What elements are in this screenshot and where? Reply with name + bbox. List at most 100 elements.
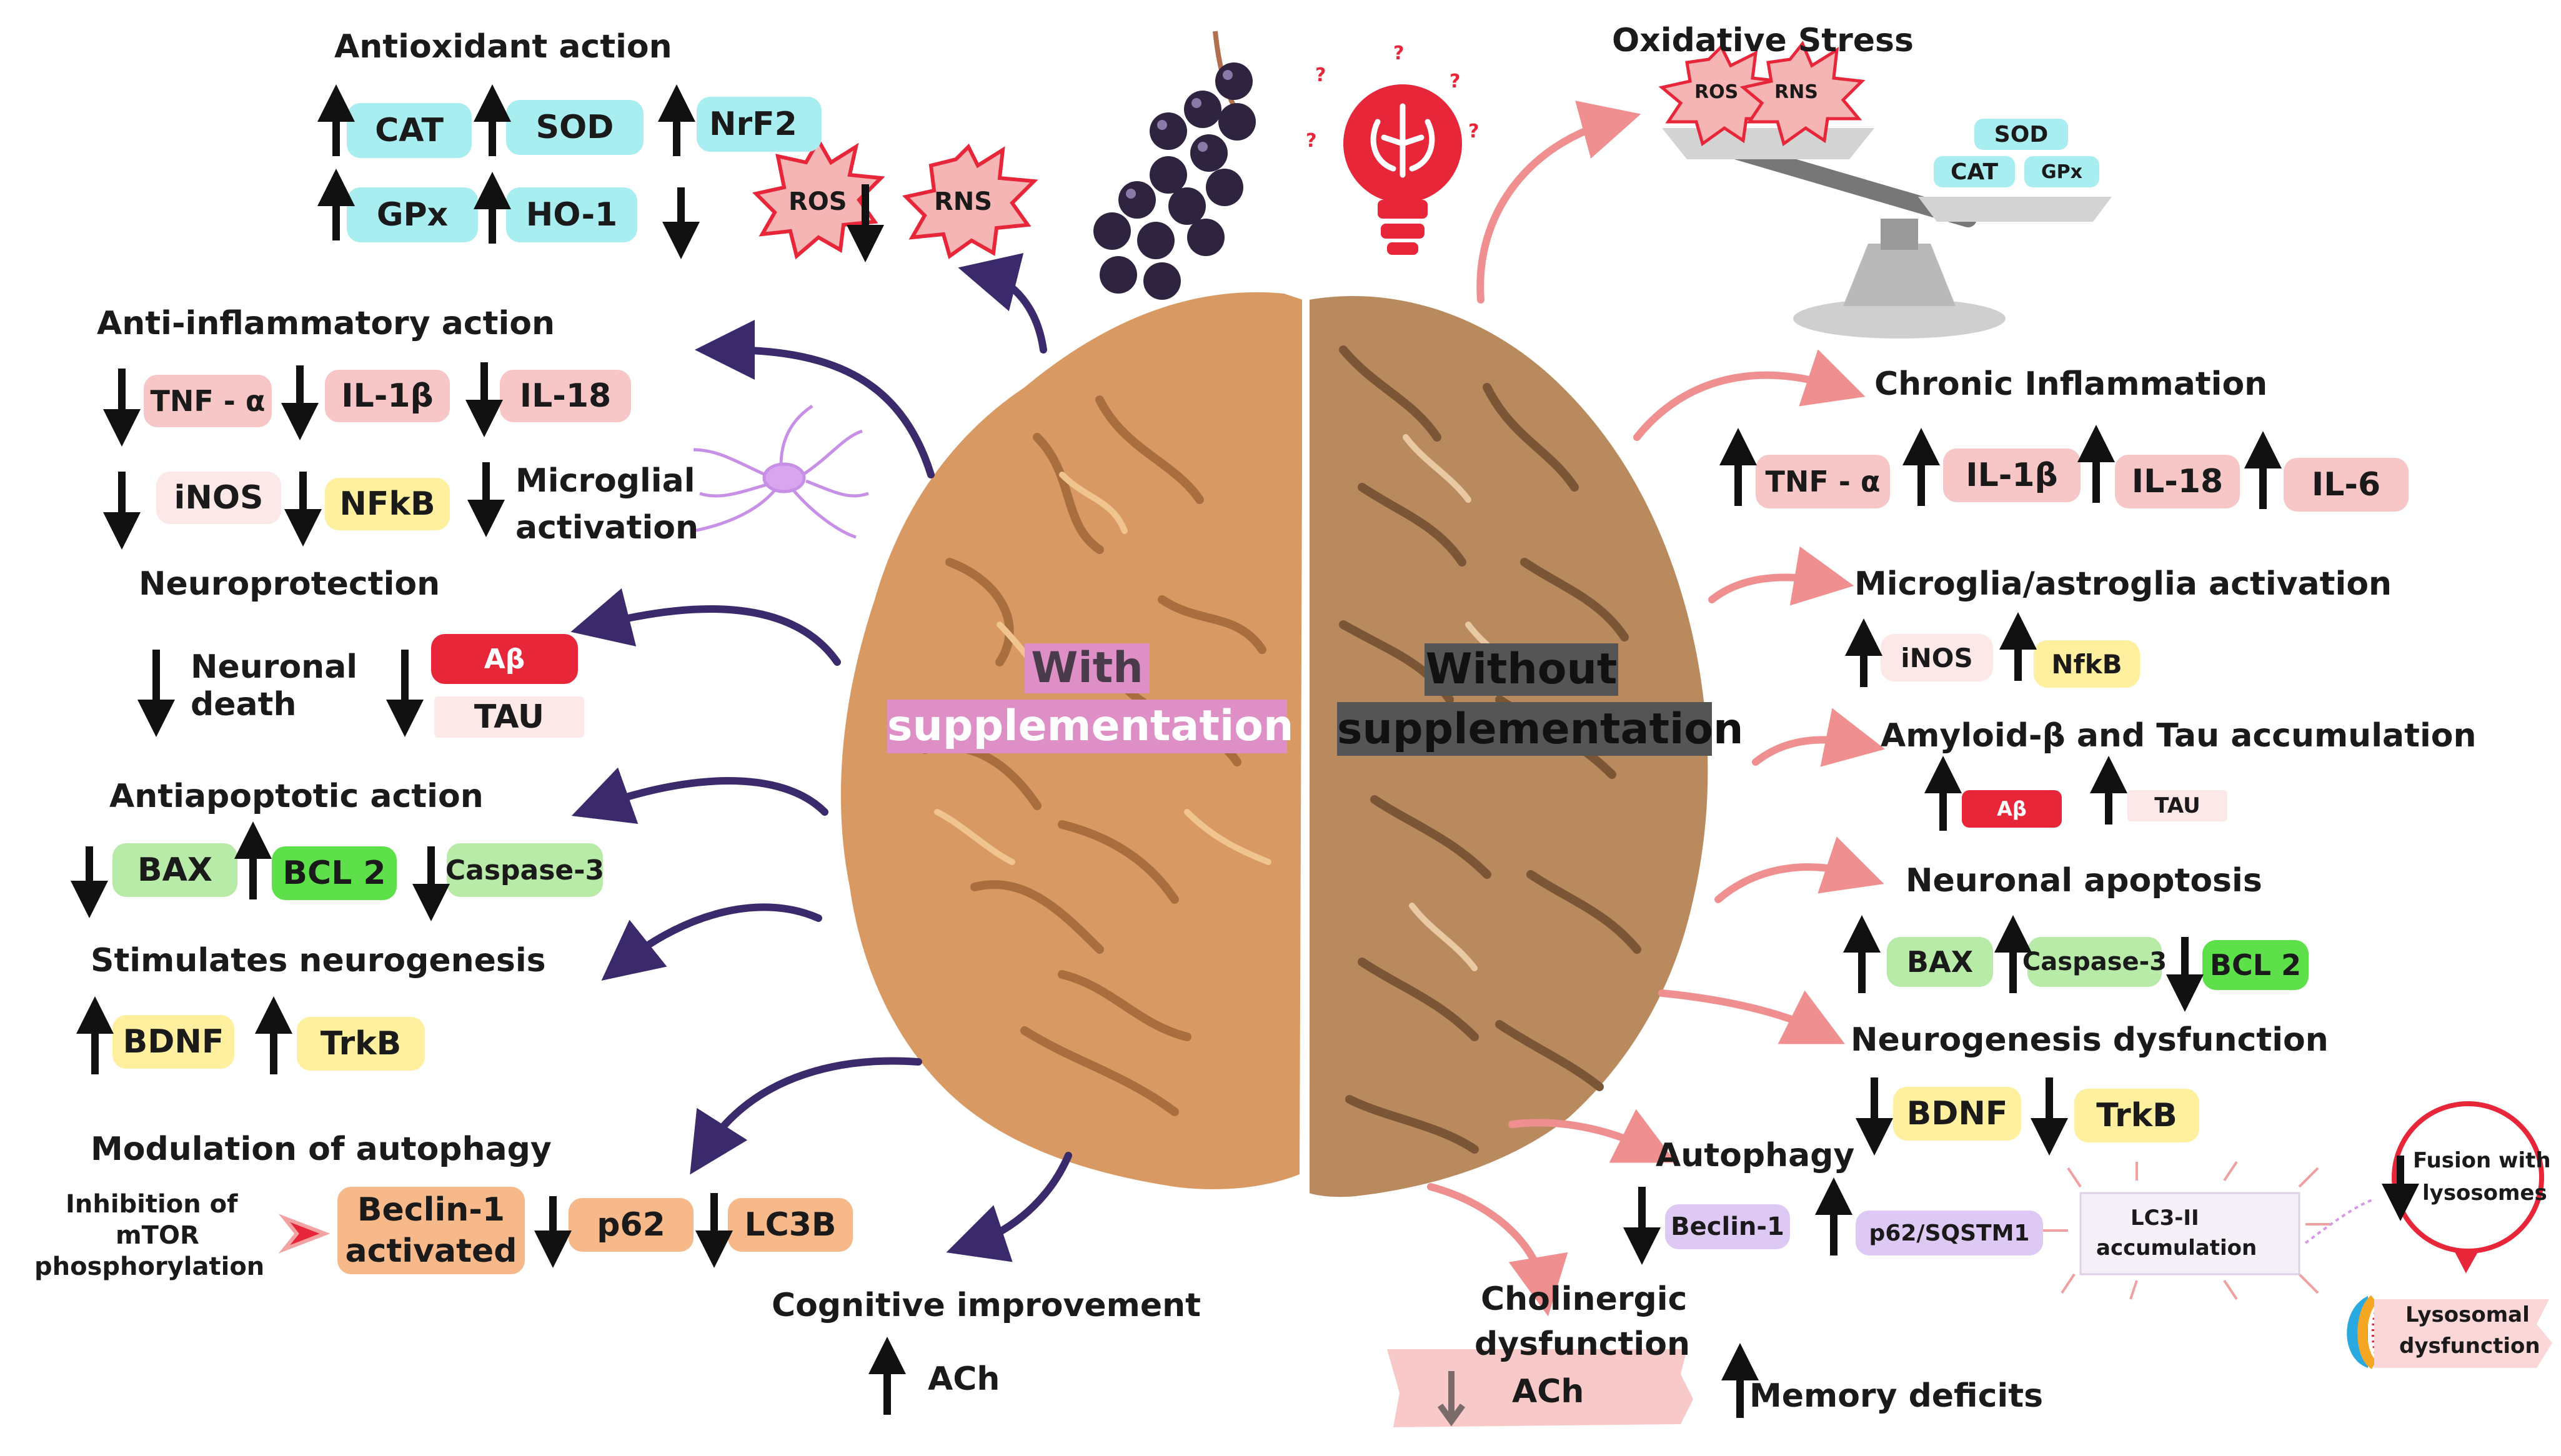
question-marks: ??? ?? bbox=[1306, 42, 1479, 152]
pink-arrows bbox=[1427, 101, 1886, 1317]
ros-label-left: ROS bbox=[788, 187, 847, 216]
inhibition-label-3: phosphorylation bbox=[34, 1252, 265, 1281]
svg-text:?: ? bbox=[1468, 121, 1479, 142]
tau-pill-right: TAU bbox=[2127, 790, 2227, 821]
activated-label: activated bbox=[345, 1232, 517, 1270]
ho1-pill: HO-1 bbox=[506, 187, 637, 242]
apoptosis-title: Neuronal apoptosis bbox=[1906, 862, 2262, 899]
lc3-connector bbox=[2304, 1198, 2375, 1244]
with-label-bg-1 bbox=[1025, 643, 1150, 693]
neuroprotection-title: Neuroprotection bbox=[139, 565, 440, 603]
with-label-1: With bbox=[1031, 643, 1143, 693]
ros-burst-right bbox=[1658, 44, 1784, 147]
ach-label-left: ACh bbox=[928, 1360, 1000, 1398]
fusion-down-icon bbox=[2453, 1249, 2480, 1274]
inos-pill-left: iNOS bbox=[156, 472, 281, 524]
beclin1-label: Beclin-1 bbox=[357, 1191, 505, 1229]
gpx-pill: GPx bbox=[347, 187, 478, 242]
inos-pill-right: iNOS bbox=[1881, 634, 1993, 681]
chronic-title: Chronic Inflammation bbox=[1874, 365, 2268, 403]
lysosomal-label-1: Lysosomal bbox=[2405, 1302, 2530, 1327]
lysosomal-band bbox=[2374, 1299, 2552, 1368]
tnf-pill-left: TNF - α bbox=[144, 375, 272, 427]
neuronal-death-label-1: Neuronal bbox=[191, 648, 358, 686]
beclin1-pill-right: Beclin-1 bbox=[1665, 1204, 1790, 1249]
antiapoptotic-title: Antiapoptotic action bbox=[109, 778, 484, 815]
rns-burst-left bbox=[902, 143, 1038, 259]
autophagy-title-right: Autophagy bbox=[1656, 1137, 1855, 1174]
lc3b-pill-left: LC3B bbox=[728, 1198, 853, 1252]
without-label-bg-2 bbox=[1337, 702, 1712, 756]
caspase3-pill-left: Caspase-3 bbox=[445, 843, 604, 897]
lc3-label-2: accumulation bbox=[2096, 1236, 2257, 1260]
inhibition-triangle-icon bbox=[278, 1214, 331, 1254]
inhibition-label-1: Inhibition of bbox=[66, 1190, 238, 1219]
sod-pill: SOD bbox=[506, 100, 644, 155]
cholinergic-title-1: Cholinergic bbox=[1481, 1280, 1688, 1318]
without-label-2: supplementation bbox=[1337, 705, 1744, 754]
il1b-pill-right: IL-1β bbox=[1943, 448, 2081, 502]
tau-pill-left: TAU bbox=[434, 696, 584, 738]
bax-pill-left: BAX bbox=[112, 843, 237, 897]
trkb-pill-right: TrkB bbox=[2074, 1089, 2199, 1142]
with-label-bg-2 bbox=[887, 700, 1287, 753]
neurogenesis-title-left: Stimulates neurogenesis bbox=[91, 942, 546, 979]
rns-label-left: RNS bbox=[934, 187, 993, 216]
neurogenesis-title-right: Neurogenesis dysfunction bbox=[1851, 1021, 2329, 1059]
bdnf-pill-left: BDNF bbox=[112, 1015, 234, 1069]
autophagy-title-left: Modulation of autophagy bbox=[91, 1131, 552, 1168]
inhibition-label-2: mTOR bbox=[116, 1221, 199, 1250]
rns-burst-right bbox=[1739, 41, 1866, 147]
without-label-1: Without bbox=[1425, 645, 1618, 694]
memory-deficits-label: Memory deficits bbox=[1749, 1377, 2044, 1415]
trkb-pill-left: TrkB bbox=[297, 1017, 425, 1071]
il18-pill-left: IL-18 bbox=[500, 370, 631, 422]
microglia-title: Microglia/astroglia activation bbox=[1854, 565, 2392, 603]
oxidative-title: Oxidative Stress bbox=[1612, 22, 1914, 59]
svg-text:?: ? bbox=[1315, 64, 1326, 86]
lc3-spiky-frame bbox=[2043, 1161, 2330, 1300]
lc3-box bbox=[2079, 1192, 2300, 1275]
brain-lightbulb-icon bbox=[1343, 84, 1462, 255]
fusion-label-2: lysosomes bbox=[2422, 1181, 2547, 1206]
fusion-circle bbox=[2392, 1101, 2544, 1254]
nfkb-pill-left: NFkB bbox=[325, 478, 450, 530]
abeta-pill-left: Aβ bbox=[431, 634, 578, 684]
cognitive-title: Cognitive improvement bbox=[772, 1287, 1201, 1324]
bcl2-pill-right: BCL 2 bbox=[2202, 940, 2309, 990]
gpx-pill-scale: GPx bbox=[2024, 156, 2099, 187]
purple-arrows bbox=[570, 253, 1072, 1262]
cat-pill-scale: CAT bbox=[1934, 156, 2015, 187]
abeta-pill-right: Aβ bbox=[1962, 790, 2062, 828]
amyloid-title: Amyloid-β and Tau accumulation bbox=[1881, 717, 2477, 755]
il6-pill-right: IL-6 bbox=[2284, 458, 2409, 512]
p62-pill-left: p62 bbox=[569, 1198, 694, 1252]
bdnf-pill-right: BDNF bbox=[1893, 1087, 2021, 1141]
tnf-pill-right: TNF - α bbox=[1756, 455, 1890, 508]
microglial-label-2: activation bbox=[515, 509, 699, 547]
without-label-bg-1 bbox=[1425, 643, 1618, 696]
caspase3-pill-right: Caspase-3 bbox=[2022, 937, 2167, 987]
nrf2-pill: NrF2 bbox=[697, 97, 822, 152]
lysosomal-label-2: dysfunction bbox=[2399, 1334, 2540, 1359]
cholinergic-title-2: dysfunction bbox=[1474, 1325, 1690, 1363]
antioxidant-title: Antioxidant action bbox=[334, 28, 672, 66]
il1b-pill-left: IL-1β bbox=[325, 370, 450, 422]
microglia-icon bbox=[693, 404, 869, 539]
fusion-label-1: Fusion with bbox=[2413, 1148, 2551, 1173]
lc3-label-1: LC3-II bbox=[2131, 1206, 2199, 1231]
p62-sqstm1-pill: p62/SQSTM1 bbox=[1856, 1211, 2043, 1255]
bcl2-pill-left: BCL 2 bbox=[272, 846, 397, 900]
il18-pill-right: IL-18 bbox=[2115, 455, 2240, 508]
ros-label-right: ROS bbox=[1694, 81, 1739, 103]
ros-burst-left bbox=[752, 136, 885, 260]
grapes-icon bbox=[1093, 31, 1256, 300]
with-label-2: supplementation bbox=[887, 701, 1294, 751]
nfkb-pill-right: NfkB bbox=[2034, 640, 2140, 688]
svg-text:?: ? bbox=[1450, 71, 1460, 92]
neuronal-death-label-2: death bbox=[191, 686, 297, 723]
microglial-label-1: Microglial bbox=[515, 462, 695, 500]
rns-label-right: RNS bbox=[1774, 81, 1818, 103]
svg-text:?: ? bbox=[1393, 42, 1404, 64]
